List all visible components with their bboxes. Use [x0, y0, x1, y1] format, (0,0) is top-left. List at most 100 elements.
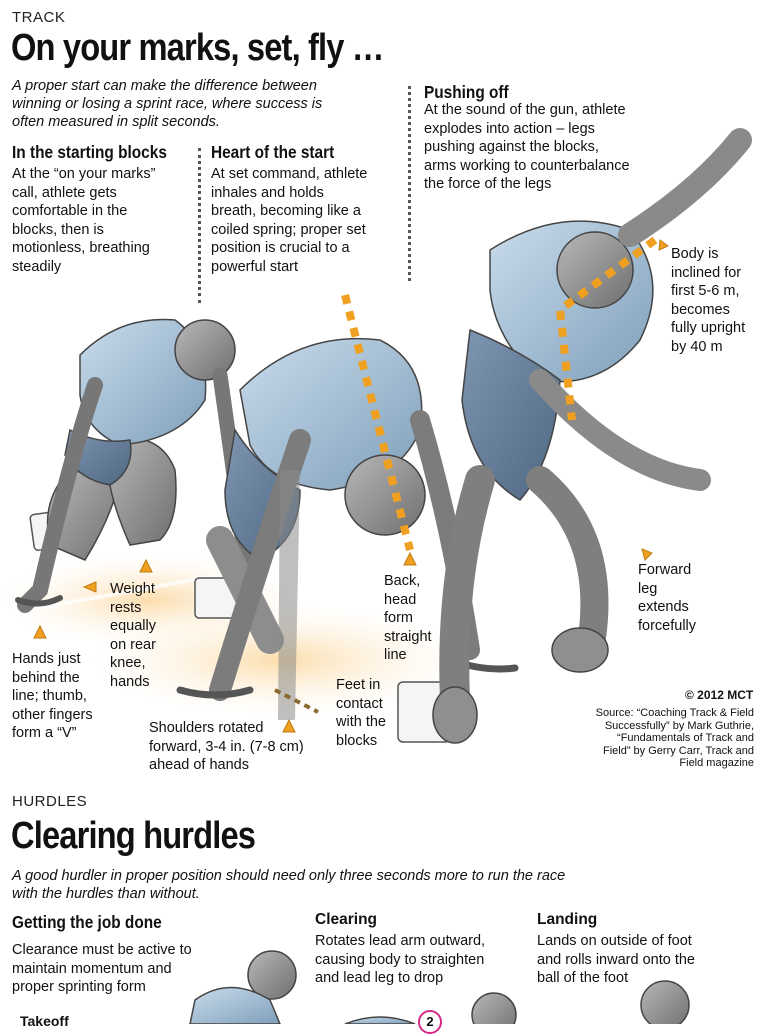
figure-push	[397, 128, 752, 744]
body-line: steadily	[12, 258, 62, 275]
body-line: causing body to straighten	[315, 951, 485, 968]
blocks-body: At the “on your marks” call, athlete get…	[12, 165, 192, 276]
label-line: head	[384, 591, 417, 608]
body-line: explodes into action – legs	[424, 120, 595, 137]
body-line: powerful start	[211, 258, 299, 275]
body-line: comfortable in the	[12, 203, 128, 219]
body-line: arms working to counterbalance	[424, 157, 630, 174]
label-line: Forward	[638, 562, 692, 578]
label-line: hands	[110, 673, 150, 690]
copyright-credit: © 2012 MCT	[685, 688, 754, 702]
separator-dots	[408, 86, 411, 281]
body-line: ball of the foot	[537, 970, 629, 986]
label-line: form a “V”	[12, 725, 77, 741]
track-dek: A proper start can make the difference b…	[12, 77, 402, 131]
label-line: forcefully	[638, 617, 697, 634]
pushing-body: At the sound of the gun, athlete explode…	[424, 101, 664, 194]
hurdles-kicker: HURDLES	[12, 793, 88, 810]
label-line: extends	[638, 599, 689, 615]
label-line: Body is	[671, 246, 719, 262]
figure-blocks	[15, 318, 253, 613]
body-line: Lands on outside of foot	[537, 933, 692, 949]
clearing-body: Rotates lead arm outward, causing body t…	[315, 932, 525, 988]
label-line: line	[384, 647, 407, 663]
label-line: Feet in	[336, 677, 381, 693]
body-line: coiled spring; proper set	[211, 221, 366, 238]
body-line: inhales and holds	[211, 184, 324, 201]
source-line: Successfully” by Mark Guthrie,	[604, 719, 754, 732]
shoulder-dash	[274, 688, 319, 714]
label-line: Weight	[110, 581, 155, 597]
label-line: Shoulders rotated	[149, 720, 264, 736]
source-note: Source: “Coaching Track & Field Successf…	[566, 707, 754, 770]
label-line: form	[384, 610, 413, 626]
clearing-title: Clearing	[315, 911, 378, 928]
body-line: the force of the legs	[424, 176, 552, 192]
label-line: by 40 m	[671, 338, 723, 355]
label-shoulders: Shoulders rotated forward, 3-4 in. (7-8 …	[149, 719, 304, 775]
body-line: position is crucial to a	[211, 240, 350, 256]
step-badge: 2	[418, 1010, 442, 1034]
label-line: ahead of hands	[149, 757, 249, 773]
body-line: proper sprinting form	[12, 979, 146, 995]
job-title: Getting the job done	[12, 912, 162, 932]
body-line: and lead leg to drop	[315, 970, 444, 986]
label-line: leg	[638, 580, 658, 597]
dek-line: with the hurdles than without.	[12, 886, 200, 902]
label-line: knee,	[110, 655, 146, 671]
track-kicker: TRACK	[12, 9, 66, 26]
dek-line: often measured in split seconds.	[12, 114, 220, 130]
separator-dots	[198, 148, 201, 303]
label-line: rests	[110, 599, 142, 616]
body-line: and rolls inward onto the	[537, 951, 695, 968]
source-line: Source: “Coaching Track & Field	[595, 707, 754, 719]
label-line: Back,	[384, 573, 421, 589]
body-line: At the sound of the gun, athlete	[424, 102, 626, 118]
dek-line: A proper start can make the difference b…	[12, 78, 317, 94]
source-line: Field” by Gerry Carr, Track and	[603, 744, 754, 757]
label-line: with the	[336, 714, 386, 730]
label-body-inclined: Body is inclined for first 5-6 m, become…	[671, 245, 745, 356]
label-line: other fingers	[12, 706, 93, 723]
label-back-head: Back, head form straight line	[384, 572, 432, 665]
alignment-dash-push	[555, 236, 658, 421]
label-line: contact	[336, 695, 383, 712]
label-line: becomes	[671, 301, 730, 318]
landing-body: Lands on outside of foot and rolls inwar…	[537, 932, 747, 988]
label-line: fully upright	[671, 320, 746, 336]
track-headline: On your marks, set, fly …	[11, 27, 384, 69]
body-line: maintain momentum and	[12, 960, 172, 977]
label-line: Hands just	[12, 651, 81, 667]
dek-line: A good hurdler in proper position should…	[12, 868, 566, 884]
label-line: first 5-6 m,	[671, 283, 740, 299]
hurdles-headline: Clearing hurdles	[11, 815, 256, 857]
label-hands-behind: Hands just behind the line; thumb, other…	[12, 650, 93, 743]
pushing-title: Pushing off	[424, 82, 509, 102]
label-forward-leg: Forward leg extends forcefully	[638, 561, 696, 635]
label-line: equally	[110, 618, 156, 634]
label-line: blocks	[336, 732, 378, 749]
label-line: on rear	[110, 636, 156, 653]
label-line: behind the	[12, 669, 80, 686]
body-line: At set command, athlete	[211, 166, 368, 182]
heart-title: Heart of the start	[211, 142, 335, 162]
body-line: At the “on your marks”	[12, 166, 156, 182]
job-body: Clearance must be active to maintain mom…	[12, 941, 242, 997]
label-line: line; thumb,	[12, 688, 87, 704]
landing-title: Landing	[537, 911, 598, 928]
body-line: Rotates lead arm outward,	[315, 933, 486, 949]
body-line: breath, becoming like a	[211, 203, 361, 219]
label-weight: Weight rests equally on rear knee, hands	[110, 580, 156, 691]
body-line: pushing against the blocks,	[424, 139, 599, 155]
heart-body: At set command, athlete inhales and hold…	[211, 165, 401, 276]
body-line: Clearance must be active to	[12, 942, 192, 958]
hurdles-dek: A good hurdler in proper position should…	[12, 867, 652, 903]
label-line: straight	[384, 628, 432, 645]
blocks-title: In the starting blocks	[12, 142, 167, 162]
body-line: blocks, then is	[12, 221, 104, 238]
hurdles-illustration	[189, 950, 690, 1024]
pointer-arrows	[33, 239, 669, 733]
dek-line: winning or losing a sprint race, where s…	[12, 96, 323, 112]
takeoff-title: Takeoff	[20, 1013, 69, 1029]
track-line	[0, 553, 331, 617]
